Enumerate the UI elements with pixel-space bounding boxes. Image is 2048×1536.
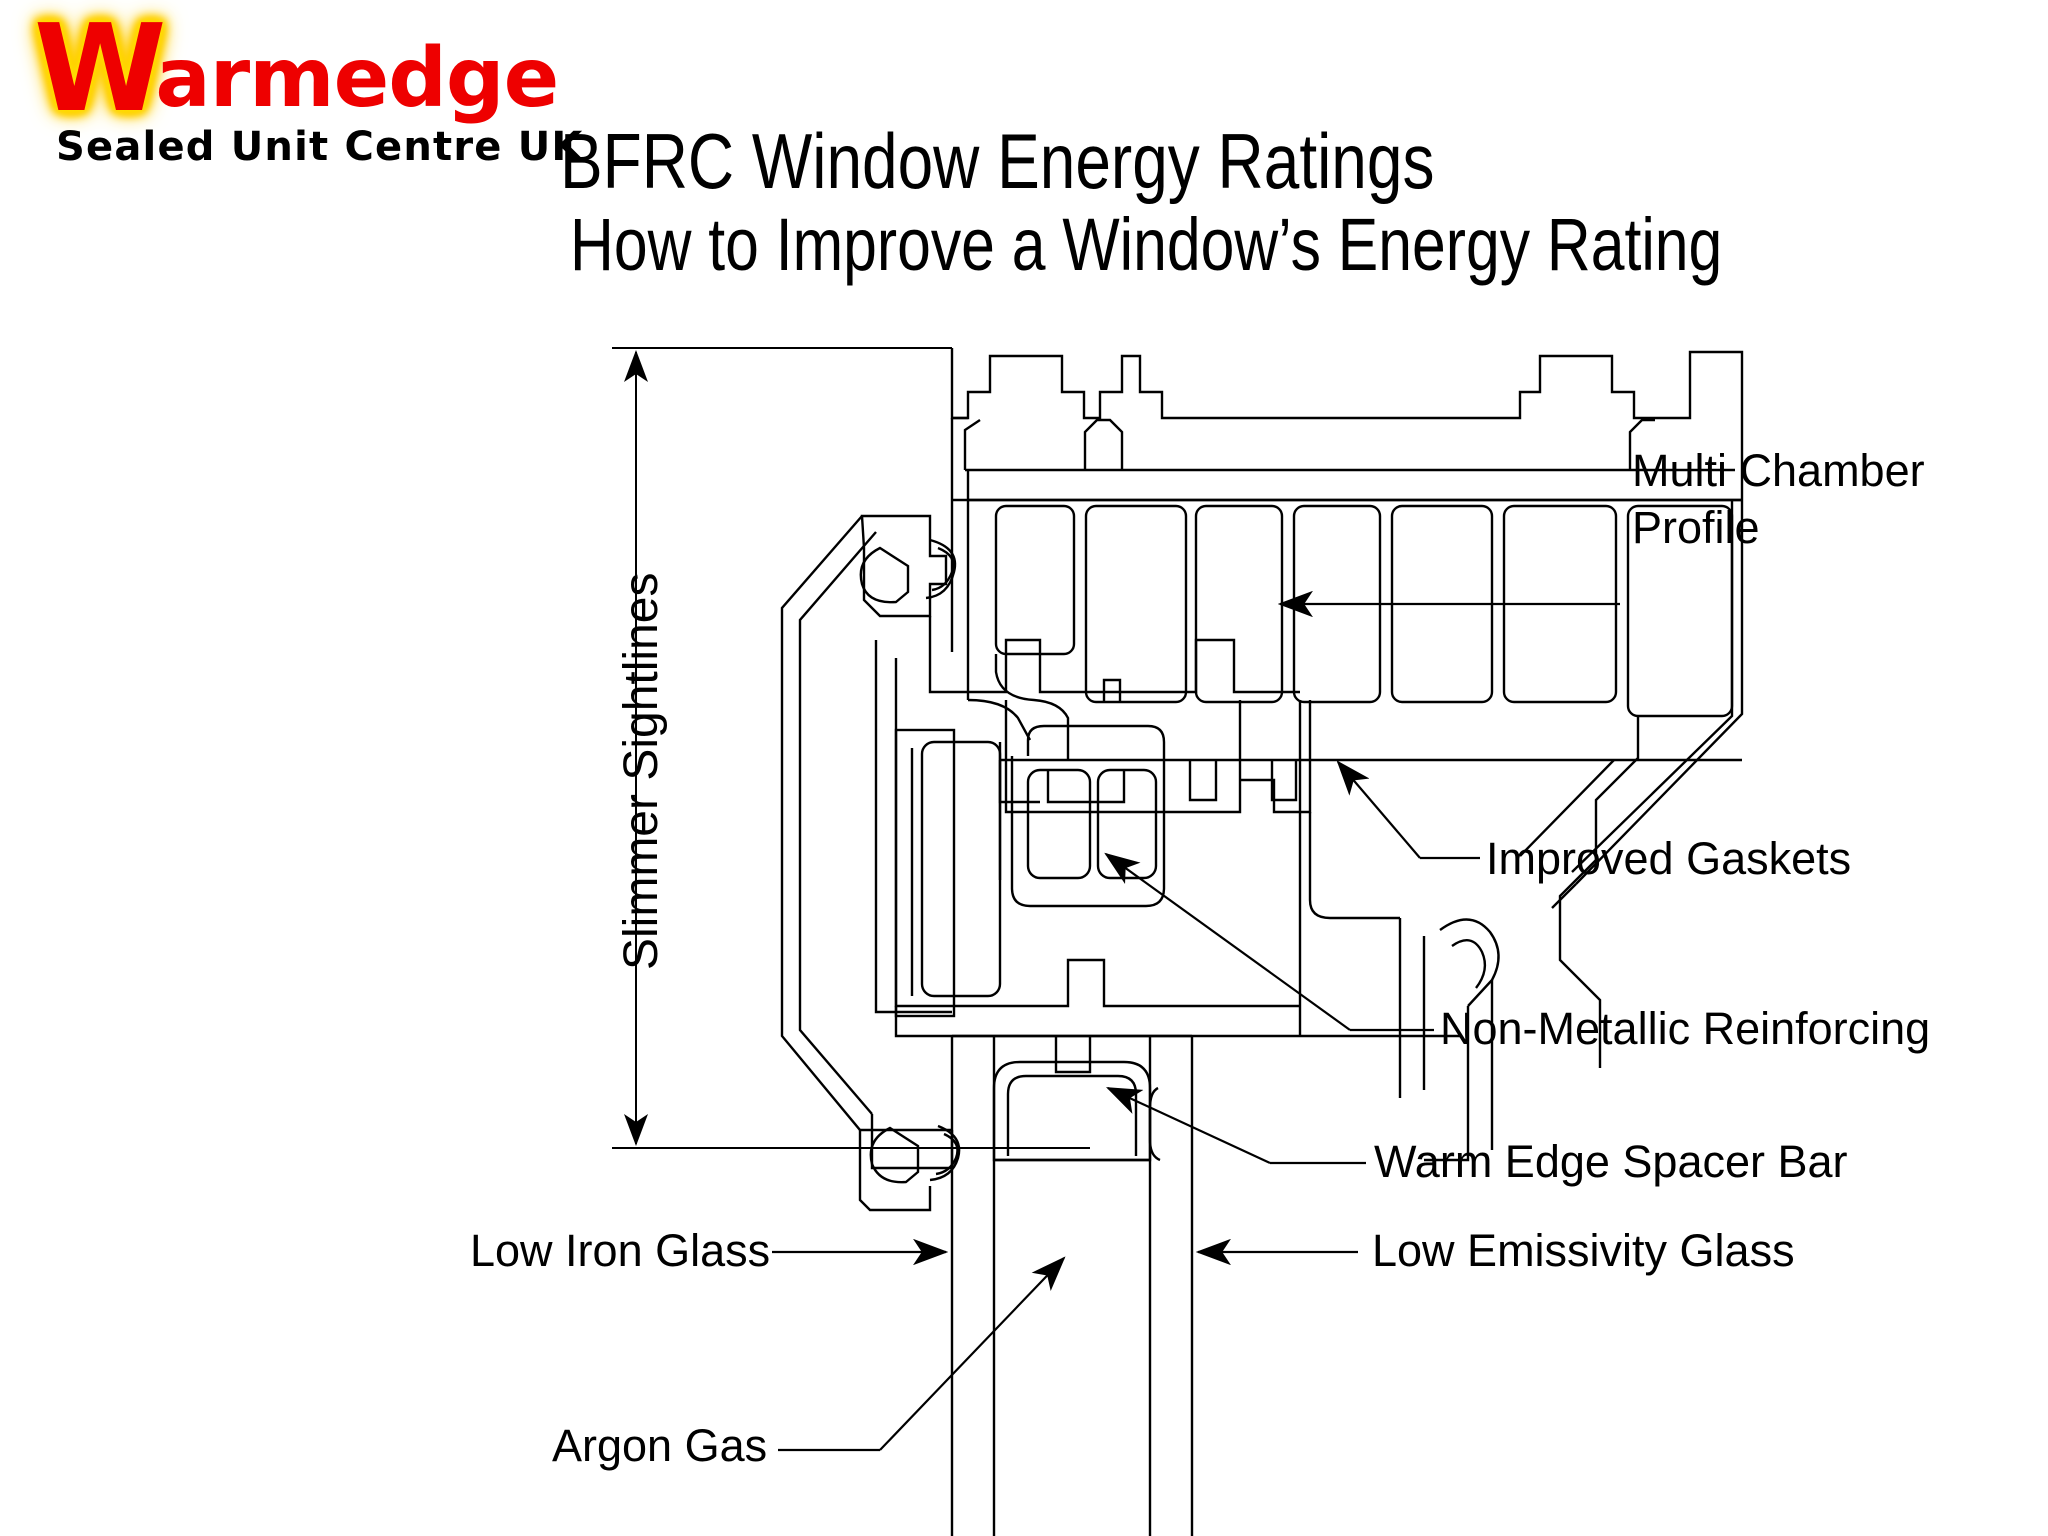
callout-warm-edge-spacer-bar: Warm Edge Spacer Bar: [1374, 1136, 1848, 1187]
callout-improved-gaskets: Improved Gaskets: [1486, 833, 1852, 884]
callout-multi-chamber-profile: Multi Chamber Profile: [1632, 442, 2048, 556]
non-metallic-reinforcing-block: [1010, 724, 1166, 908]
callout-low-emissivity-glass: Low Emissivity Glass: [1372, 1225, 1795, 1276]
page-title: BFRC Window Energy Ratings: [560, 117, 1435, 205]
dimension-label-slimmer-sightlines: Slimmer Sightlines: [615, 572, 668, 970]
dimension-label-wrap: Slimmer Sightlines: [612, 530, 672, 970]
callout-non-metallic-reinforcing: Non-Metallic Reinforcing: [1440, 1003, 1931, 1054]
sealed-glazing-unit: [950, 1034, 1194, 1536]
dimension-slimmer-sightlines: [612, 347, 1090, 1149]
outer-frame-profile: [950, 348, 1744, 1068]
logo-wordmark: Warmedge: [34, 10, 559, 130]
callout-multi-chamber-line2: Profile: [1632, 502, 1760, 553]
sash-profile: [780, 514, 1500, 1212]
logo-tagline: Sealed Unit Centre UK: [56, 124, 584, 170]
callout-argon-gas: Argon Gas: [552, 1420, 768, 1471]
page-subtitle: How to Improve a Window’s Energy Rating: [570, 203, 1723, 286]
title-block: BFRC Window Energy Ratings How to Improv…: [560, 118, 1980, 286]
warm-edge-spacer-bar: [992, 1060, 1152, 1162]
logo-rest-text: armedge: [155, 31, 559, 126]
warmedge-logo: Warmedge Sealed Unit Centre UK: [34, 10, 584, 200]
callout-low-iron-glass: Low Iron Glass: [470, 1225, 771, 1276]
callout-multi-chamber-line1: Multi Chamber: [1632, 445, 1925, 496]
logo-initial-w: W: [34, 0, 166, 139]
